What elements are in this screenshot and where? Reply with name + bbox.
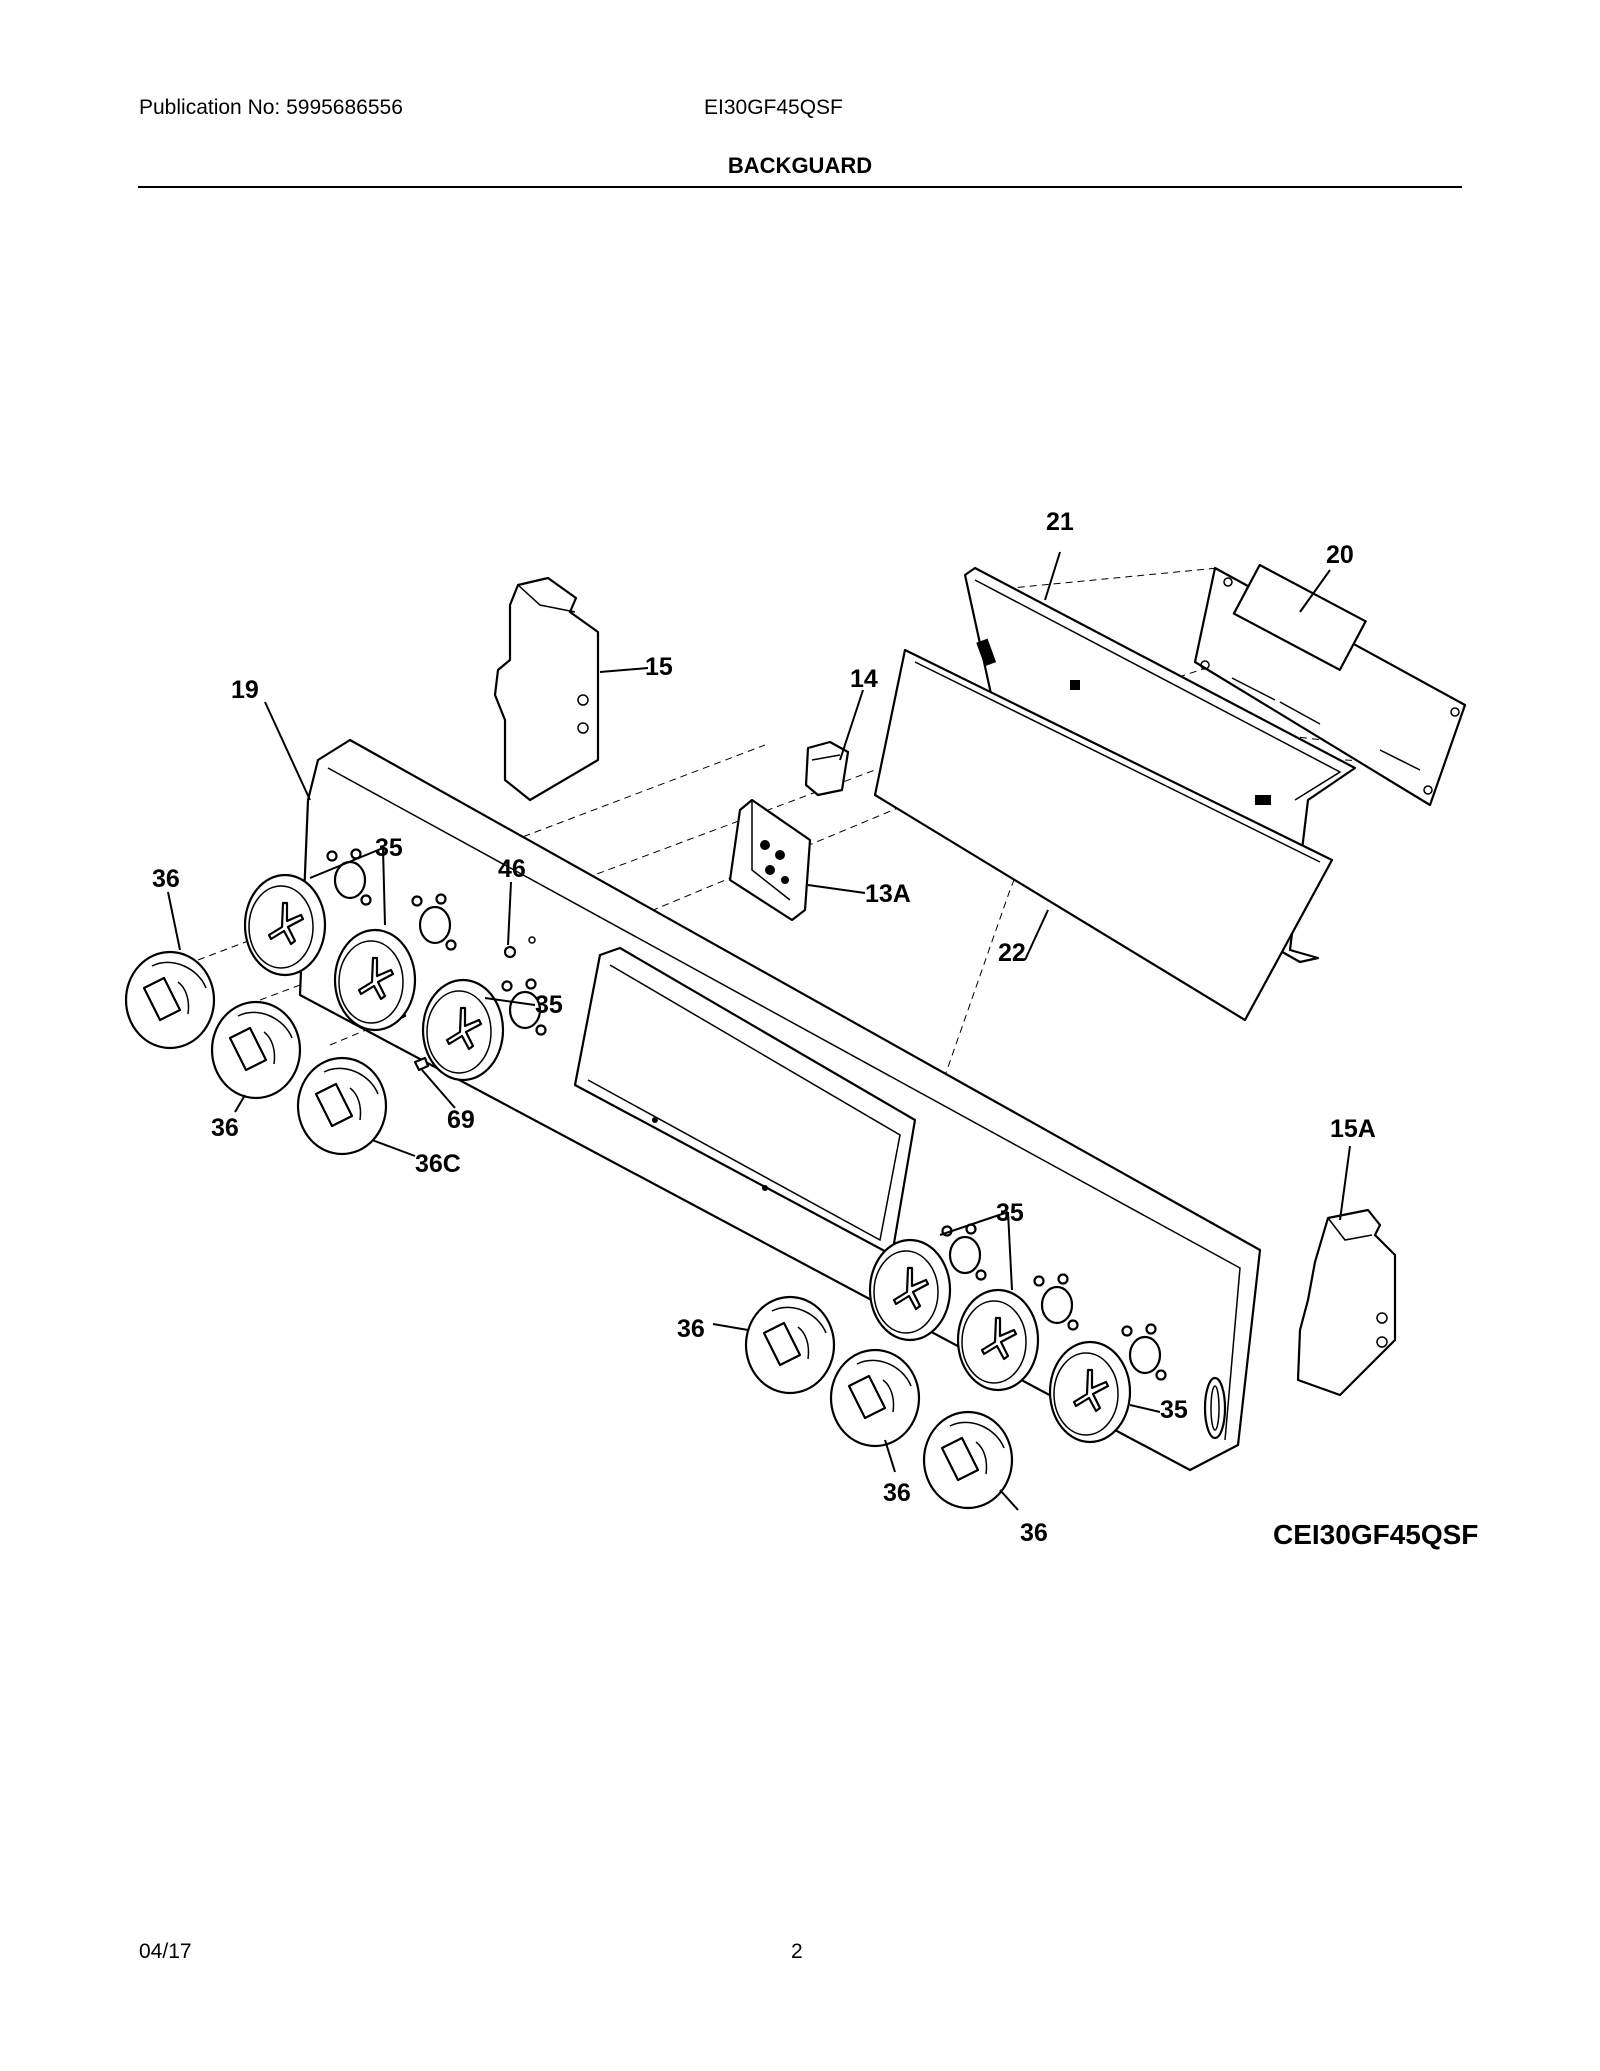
callout-36-b: 36 (211, 1114, 239, 1142)
bracket-15 (493, 576, 600, 802)
callout-36C: 36C (415, 1150, 461, 1178)
callout-36-d: 36 (677, 1315, 705, 1343)
callout-46: 46 (498, 855, 526, 883)
diagram-model-code: CEI30GF45QSF (1273, 1519, 1478, 1550)
callout-15: 15 (645, 653, 673, 681)
callout-36-a: 36 (152, 865, 180, 893)
display-overlay-22 (873, 648, 1334, 1022)
control-board-20 (1193, 563, 1467, 807)
page-title: BACKGUARD (727, 153, 873, 178)
callout-15A: 15A (1330, 1115, 1376, 1143)
header-rule (138, 186, 1462, 188)
callout-36-f: 36 (1020, 1519, 1048, 1547)
model-number: EI30GF45QSF (704, 96, 843, 119)
callout-14: 14 (850, 665, 878, 693)
bracket-15A (1296, 1208, 1397, 1397)
callout-35-d: 35 (1160, 1396, 1188, 1424)
callout-35-c: 35 (996, 1199, 1024, 1227)
callout-35-b: 35 (535, 991, 563, 1019)
publication-number: Publication No: 5995686556 (139, 96, 403, 119)
page-number: 2 (791, 1940, 803, 1963)
callout-21: 21 (1046, 508, 1074, 536)
callout-22: 22 (998, 939, 1026, 967)
leader-lines (167, 551, 1351, 1511)
callout-69: 69 (447, 1106, 475, 1134)
callout-13A: 13A (865, 880, 911, 908)
switch-14 (804, 740, 850, 797)
callout-36-e: 36 (883, 1479, 911, 1507)
callout-20: 20 (1326, 541, 1354, 569)
callout-labels: 21 20 15 14 19 35 46 36 13A 22 35 36 69 … (152, 508, 1478, 1550)
grommet-46 (503, 936, 536, 959)
backguard-panel-19 (298, 738, 1262, 1472)
callout-19: 19 (231, 676, 259, 704)
callout-35-a: 35 (375, 834, 403, 862)
module-13A (728, 798, 812, 922)
footer-date: 04/17 (139, 1940, 192, 1963)
